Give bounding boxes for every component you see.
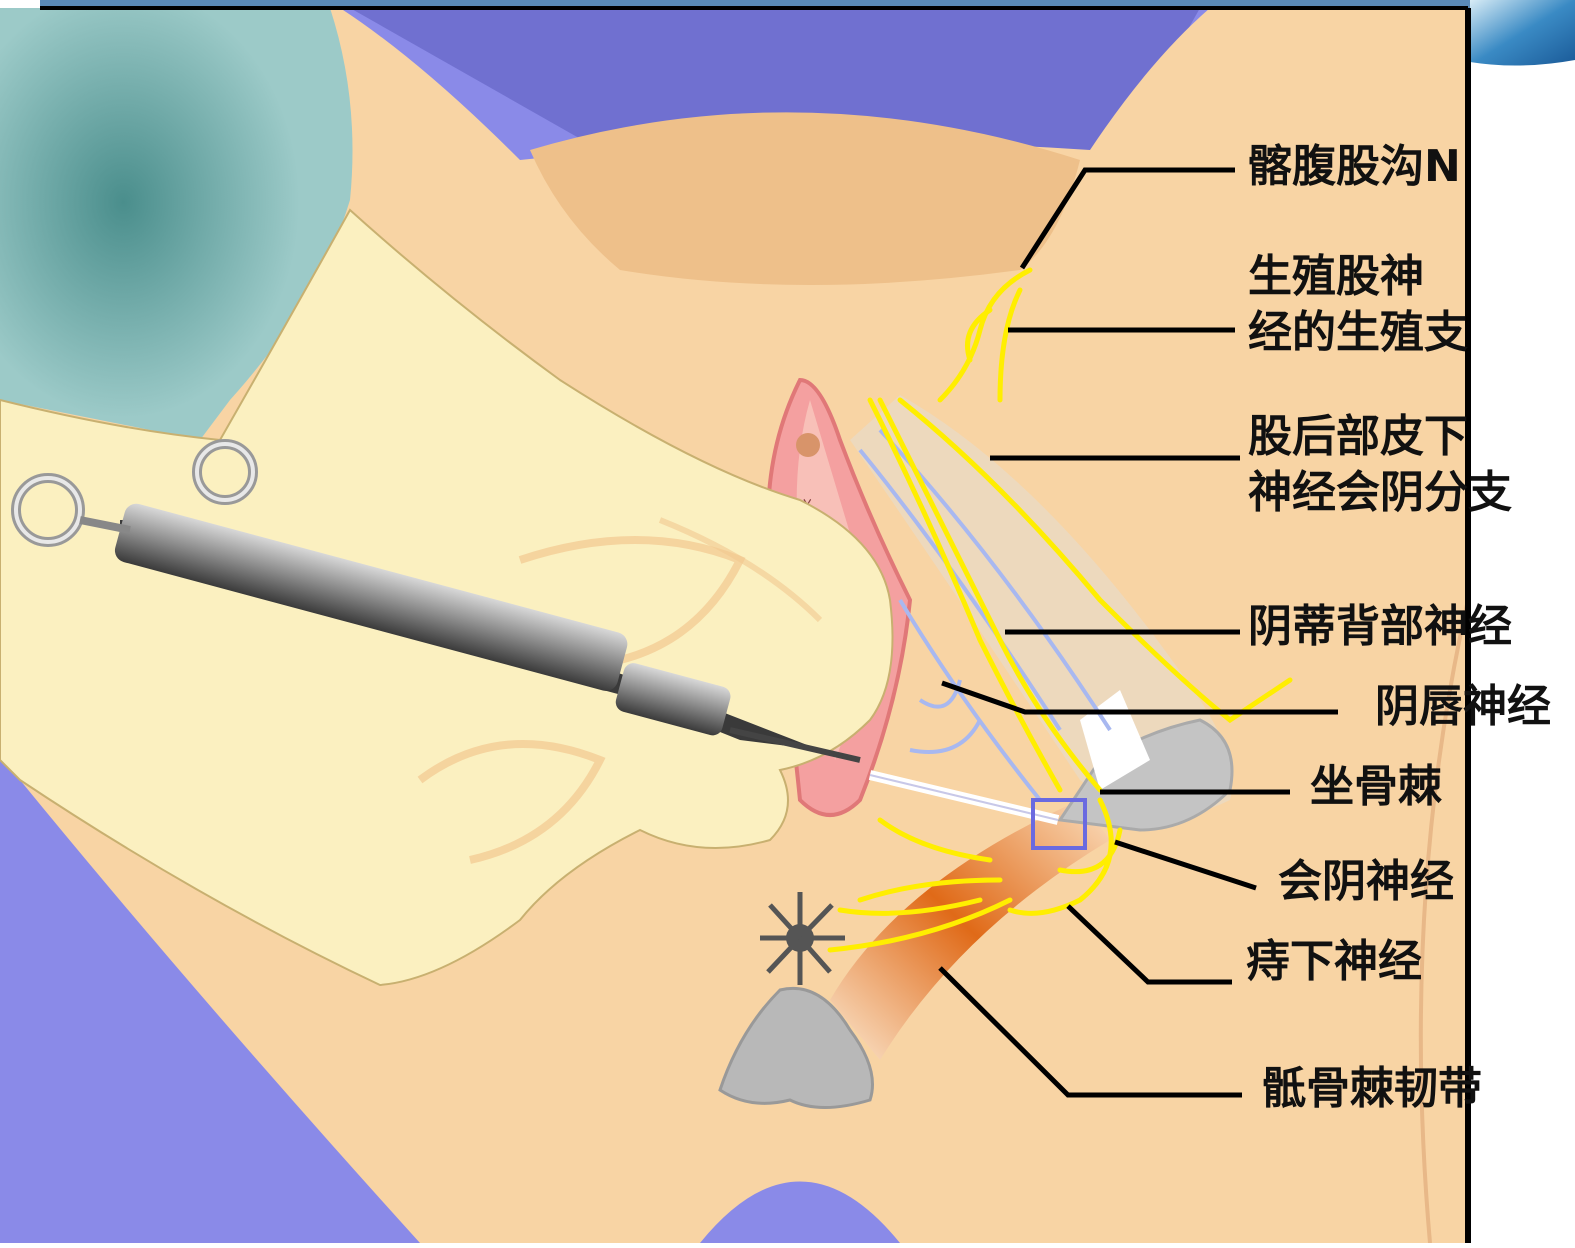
label-pudendal-nerve: 会阴神经 [1278, 857, 1454, 907]
label-inferior-rectal-nerve: 痔下神经 [1246, 937, 1422, 987]
label-genitofemoral-line1: 生殖股神 [1248, 252, 1424, 302]
label-genitofemoral-line2: 经的生殖支 [1248, 308, 1468, 358]
label-post-femoral-line2: 神经会阴分支 [1248, 468, 1512, 518]
label-dorsal-clitoral-nerve: 阴蒂背部神经 [1248, 602, 1512, 652]
clitoris [796, 433, 820, 457]
label-sacrospinous-ligament: 骶骨棘韧带 [1262, 1064, 1482, 1114]
label-post-femoral-line1: 股后部皮下 [1248, 412, 1468, 462]
corner-decoration [1470, 0, 1575, 66]
label-ilioinguinal-nerve: 髂腹股沟N [1248, 142, 1461, 192]
pubic-mound [530, 112, 1080, 285]
label-ischial-spine: 坐骨棘 [1310, 762, 1442, 812]
label-labial-nerve: 阴唇神经 [1375, 682, 1551, 732]
